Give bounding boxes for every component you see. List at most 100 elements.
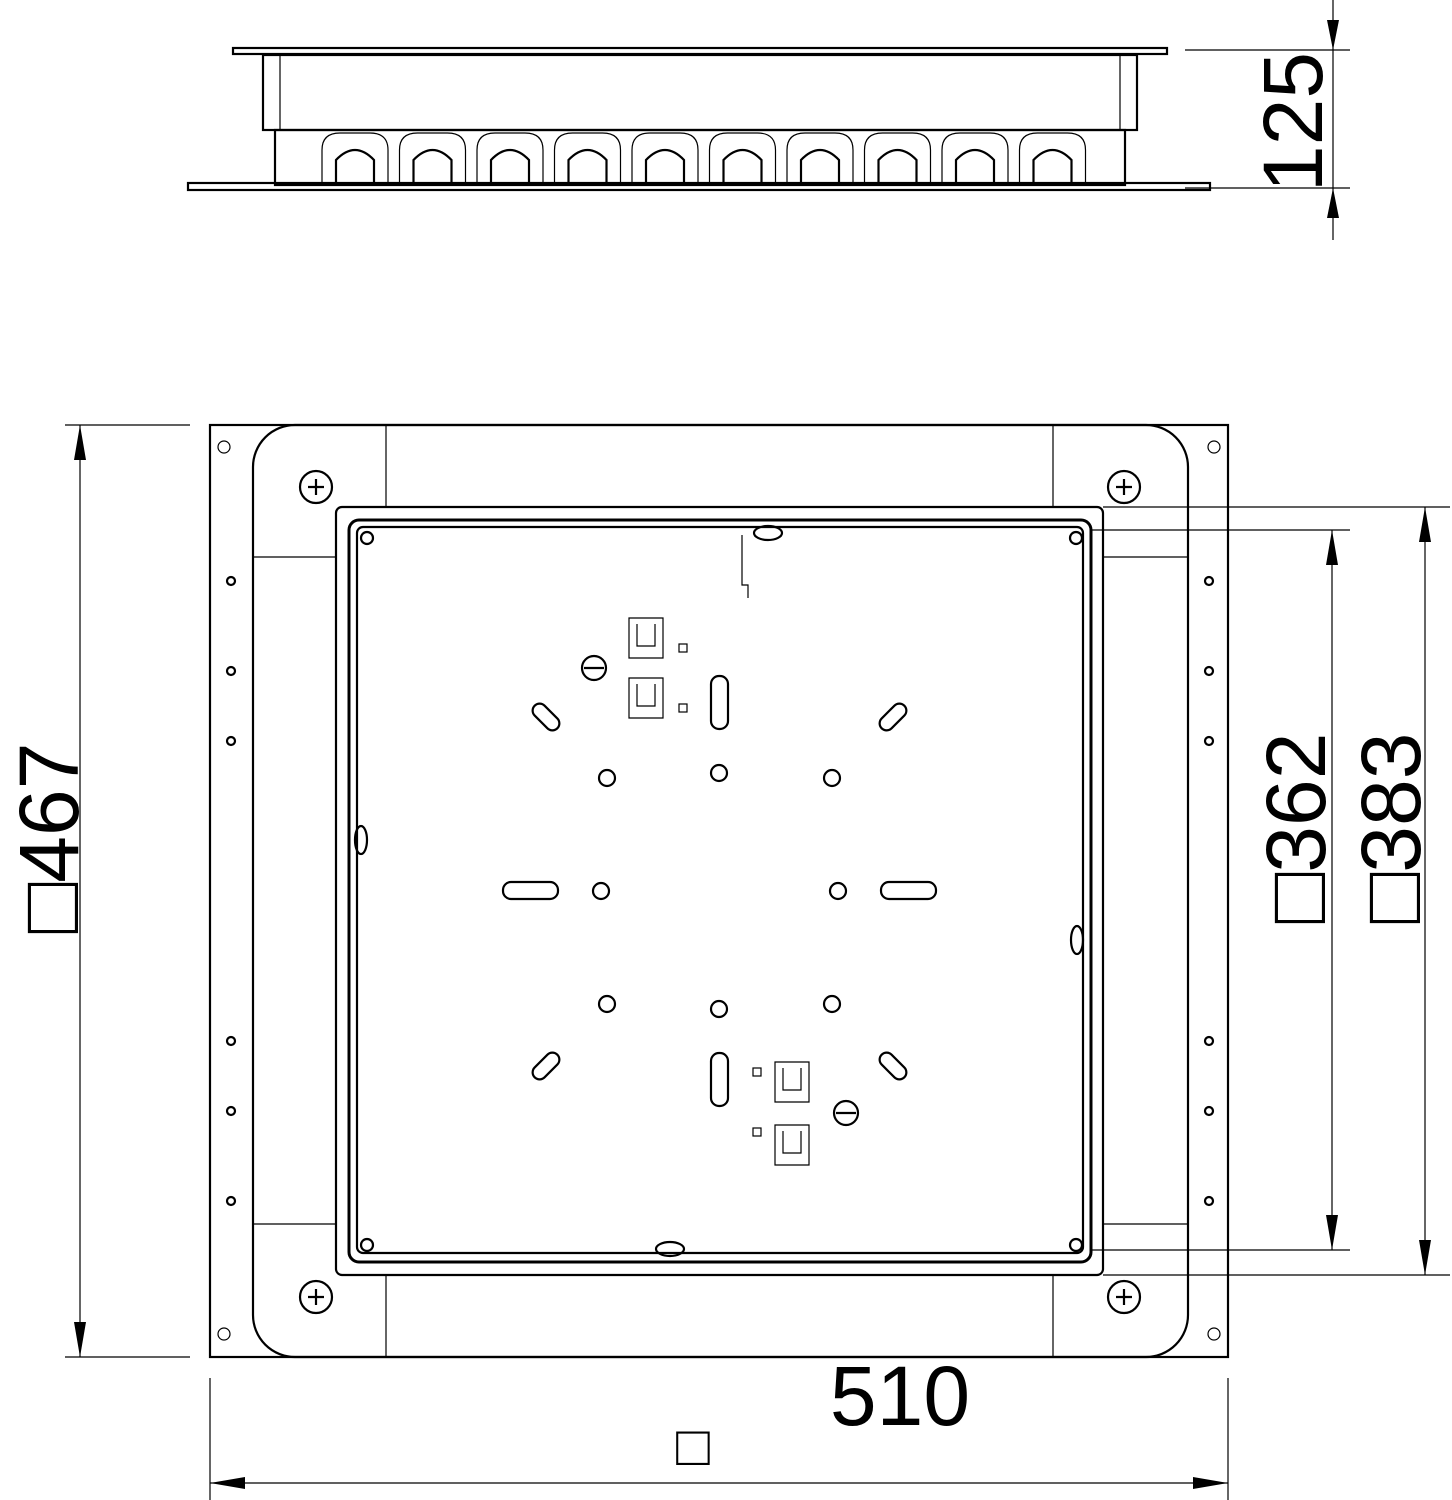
cable-entry-knockout xyxy=(877,148,918,185)
mounting-hole xyxy=(1207,440,1221,454)
outer-plate xyxy=(208,423,1230,1359)
mounting-hole xyxy=(217,1327,231,1341)
levelling-screw-icon xyxy=(298,1279,334,1315)
slot xyxy=(709,1051,730,1108)
cable-entry-knockout xyxy=(799,148,841,185)
dimension-width: 510 □ xyxy=(209,1349,1229,1500)
hole xyxy=(709,999,729,1019)
fixing-hole xyxy=(1203,1105,1215,1117)
levelling-screw-icon xyxy=(1106,1279,1142,1315)
corner-screw xyxy=(359,530,375,546)
slot xyxy=(531,702,561,732)
hole xyxy=(822,768,842,788)
cable-entry xyxy=(863,132,932,185)
cable-entry-knockout xyxy=(412,148,453,185)
dimension-inner: □362 xyxy=(1090,529,1350,1251)
screw-cross xyxy=(308,479,324,495)
arrow-icon xyxy=(1193,1477,1228,1489)
square-hole xyxy=(678,703,688,713)
fixing-hole xyxy=(225,735,237,747)
square-hole xyxy=(752,1067,762,1077)
slot xyxy=(878,702,908,732)
arrow-icon xyxy=(1419,1240,1431,1275)
earth-screw-icon xyxy=(580,654,608,682)
bracket xyxy=(774,1061,810,1103)
base-plate xyxy=(186,181,1212,192)
mounting-hole xyxy=(1207,1327,1221,1341)
outer-size-label: □467 xyxy=(2,743,96,934)
side-view xyxy=(186,46,1212,192)
arrow-icon xyxy=(74,1322,86,1357)
corner-screw xyxy=(1068,530,1084,546)
upper-body xyxy=(261,53,1139,132)
cable-entry-knockout xyxy=(567,148,608,185)
corner-screw xyxy=(1068,1237,1084,1253)
earth-screw-icon xyxy=(832,1099,860,1127)
cable-entries xyxy=(321,132,1087,185)
hole xyxy=(828,881,848,901)
screw-cross xyxy=(1116,479,1132,495)
cable-entry-knockout xyxy=(644,148,686,185)
cable-entry xyxy=(398,132,467,185)
fixing-hole xyxy=(225,1105,237,1117)
arrow-icon xyxy=(1326,1215,1338,1250)
fixing-hole xyxy=(1203,575,1215,587)
fixing-hole xyxy=(1203,735,1215,747)
fixing-hole xyxy=(225,1035,237,1047)
slot xyxy=(879,880,938,901)
arrow-icon xyxy=(1326,530,1338,565)
screw-cross xyxy=(1116,1289,1132,1305)
cable-entry xyxy=(553,132,622,185)
gasket xyxy=(347,518,1093,1264)
fixing-hole xyxy=(225,665,237,677)
square-hole xyxy=(678,643,688,653)
cable-entry-knockout xyxy=(334,148,376,185)
hole xyxy=(822,994,842,1014)
levelling-screw-icon xyxy=(1106,469,1142,505)
arrow-icon xyxy=(1419,507,1431,542)
frame-383 xyxy=(334,505,1105,1277)
hole xyxy=(709,763,729,783)
cable-entry xyxy=(631,132,699,185)
mounting-hole xyxy=(217,440,231,454)
arrow-icon xyxy=(1327,20,1339,50)
bracket xyxy=(628,617,664,659)
screw-cross xyxy=(308,1289,324,1305)
fixing-hole xyxy=(1203,665,1215,677)
inner-size-label: □362 xyxy=(1249,733,1343,924)
arrow-icon xyxy=(74,425,86,460)
bracket xyxy=(628,677,664,719)
frame-size-label: □383 xyxy=(1344,733,1438,924)
fixing-hole xyxy=(225,1195,237,1207)
cable-entry xyxy=(321,132,389,185)
hole xyxy=(597,994,617,1014)
slot xyxy=(531,1051,561,1081)
fixing-hole xyxy=(1203,1035,1215,1047)
cable-entry xyxy=(941,132,1009,185)
square-symbol: □ xyxy=(676,1414,710,1477)
dimension-frame: □383 xyxy=(1103,506,1450,1276)
corner-screw xyxy=(359,1237,375,1253)
slot xyxy=(501,880,560,901)
square-hole xyxy=(752,1127,762,1137)
hole xyxy=(591,881,611,901)
fixing-hole xyxy=(225,575,237,587)
dimension-height: 125 xyxy=(1185,0,1350,240)
slot xyxy=(878,1051,908,1081)
lower-body xyxy=(273,128,1127,187)
cable-entry-knockout xyxy=(1032,148,1073,185)
bracket xyxy=(774,1124,810,1166)
arrow-icon xyxy=(210,1477,245,1489)
hole xyxy=(597,768,617,788)
cable-entry-knockout xyxy=(489,148,531,185)
cable-entry xyxy=(708,132,777,185)
cable-entry-knockout xyxy=(722,148,763,185)
plan-details xyxy=(217,440,1221,1341)
arrow-icon xyxy=(1327,188,1339,218)
fixing-hole xyxy=(1203,1195,1215,1207)
insert-362 xyxy=(355,525,1085,1255)
cable-entry-knockout xyxy=(954,148,996,185)
cable-entry xyxy=(1018,132,1087,185)
levelling-screw-icon xyxy=(298,469,334,505)
